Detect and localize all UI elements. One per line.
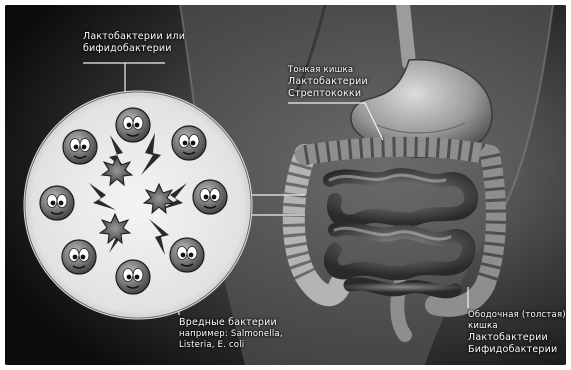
magnified-bacteria-view [25,92,251,318]
probiotic-bacterium [116,108,150,142]
probiotic-bacterium [40,186,74,220]
probiotic-label-line: Лактобактерии или [83,31,185,43]
harmful-label-examples: например: Salmonella, [179,329,283,340]
harmful-label-examples: Listeria, E. coli [179,340,283,351]
colon-title: Ободочная (толстая) [468,310,566,321]
probiotic-bacteria-label: Лактобактерии или бифидобактерии [83,31,185,55]
probiotic-bacterium [172,126,206,160]
probiotic-bacterium [63,130,97,164]
small-intestine-bacteria: Лактобактерии [288,76,368,88]
illustration-frame: Лактобактерии или бифидобактерии Тонкая … [5,5,566,365]
harmful-bacteria-label: Вредные бактерии например: Salmonella, L… [179,317,283,351]
harmful-label-title: Вредные бактерии [179,317,283,329]
probiotic-bacterium [170,238,204,272]
probiotic-bacterium [116,260,150,294]
small-intestine-title: Тонкая кишка [288,65,368,76]
colon-bacteria: Бифидобактерии [468,344,566,356]
colon-label: Ободочная (толстая) кишка Лактобактерии … [468,310,566,356]
probiotic-bacterium [193,180,227,214]
probiotic-bacterium [62,240,96,274]
small-intestine-label: Тонкая кишка Лактобактерии Стрептококки [288,65,368,100]
small-intestine-bacteria: Стрептококки [288,88,368,100]
colon-title: кишка [468,321,566,332]
probiotic-label-line: бифидобактерии [83,43,185,55]
colon-bacteria: Лактобактерии [468,332,566,344]
